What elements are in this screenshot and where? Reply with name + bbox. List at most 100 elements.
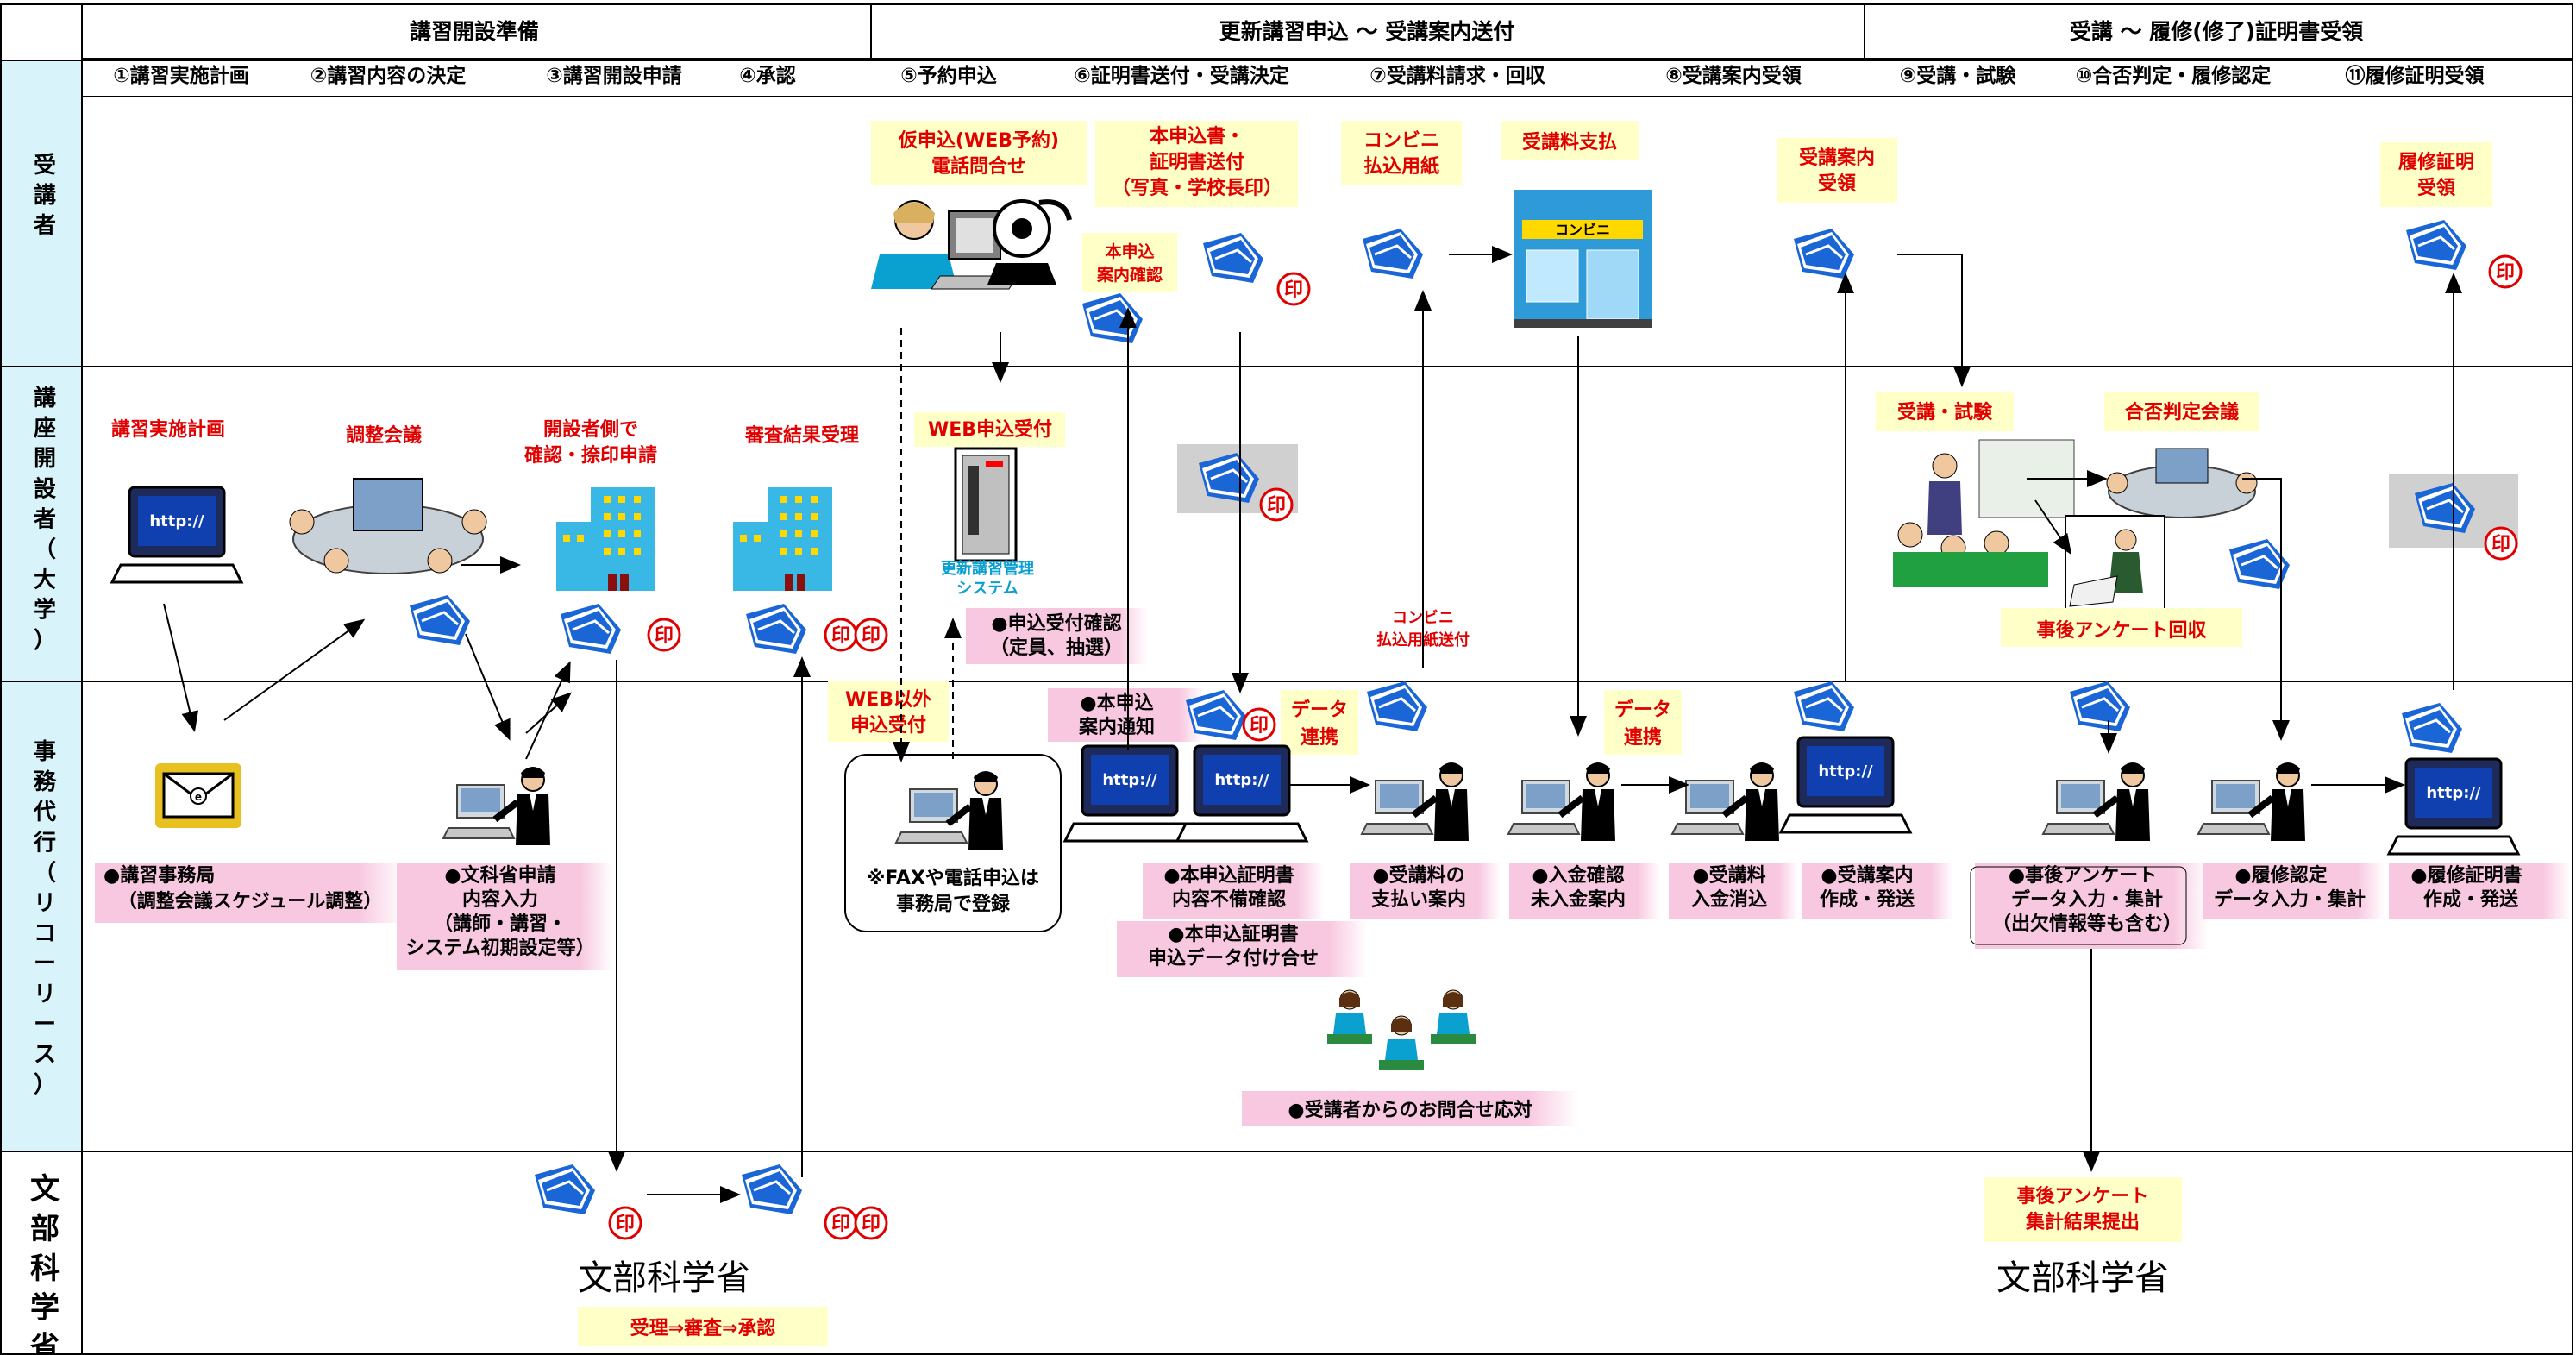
envelope-icon [408, 593, 472, 647]
store-sign: コンビニ [1555, 222, 1610, 238]
lane-header-bg-2 [0, 367, 82, 681]
lane-jukosha: 受講者 [34, 152, 56, 239]
label-kaisetsu-2: 確認・捺印申請 [524, 444, 657, 467]
envelope-icon [1792, 227, 1856, 280]
stamp-icon [824, 618, 858, 652]
label-anketo-input-1: ●事後アンケート [2009, 864, 2157, 887]
label-bg-juri [578, 1307, 828, 1346]
worker-icon [1672, 762, 1779, 841]
computer-icon [2387, 757, 2520, 856]
label-bg-annai [1777, 138, 1897, 203]
operator-icon [1430, 989, 1476, 1045]
writing-person-icon [2065, 515, 2165, 612]
step-2: ②講習内容の決定 [310, 64, 466, 87]
pink-bg-hon-annai [1048, 688, 1203, 742]
worker-icon [2043, 762, 2150, 841]
label-bg-konbini [1341, 121, 1462, 185]
worker-icon [1508, 762, 1615, 841]
label-annai-1: 受講案内 [1799, 147, 1875, 169]
label-monka-right: 文部科学省 [1996, 1258, 2169, 1298]
envelope-icon [1201, 231, 1265, 285]
flow-arrows [163, 246, 2462, 1203]
label-kari-1: 仮申込(WEB予約) [898, 129, 1059, 152]
step-7: ⑦受講料請求・回収 [1369, 64, 1545, 87]
label-bg-rishu [2380, 142, 2492, 207]
computer-icon [1175, 744, 1308, 843]
label-hon-annai-2: 案内通知 [1078, 716, 1155, 738]
label-annai-sakusei-2: 作成・発送 [1820, 888, 1915, 911]
stamp-icon [824, 1206, 858, 1240]
stamp-icon [608, 1206, 642, 1240]
label-monka-shinsei-3: （講師・講習・ [434, 913, 567, 935]
step-row: ①講習実施計画 ②講習内容の決定 ③講習開設申請 ④承認 ⑤予約申込 ⑥証明書送… [113, 64, 2485, 87]
label-rishu-nintei-1: ●履修認定 [2234, 864, 2327, 887]
pink-bg-rishu-shomei [2389, 863, 2570, 919]
label-annai-2: 受領 [1818, 173, 1857, 195]
telephone-icon [987, 199, 1072, 285]
lane-monka: 文部科学省 [30, 1172, 60, 1355]
label-shiharai-annai-2: 支払い案内 [1371, 888, 1466, 911]
pink-bg-fubi [1143, 863, 1324, 919]
step-3: ③講習開設申請 [546, 64, 681, 87]
label-bg-juko [1876, 392, 2014, 431]
meeting-icon [2106, 448, 2258, 518]
label-shiharai: 受講料支払 [1522, 131, 1617, 154]
label-juko-shiken: 受講・試験 [1897, 401, 1993, 423]
label-rishu-2: 受領 [2417, 177, 2456, 199]
label-juri: 受理⇒審査⇒承認 [630, 1317, 776, 1339]
label-bg-web [914, 412, 1065, 447]
building-icon [733, 487, 832, 591]
envelope-icon [1365, 680, 1429, 733]
lane-header-bg-3 [0, 681, 82, 1151]
step-9: ⑨受講・試験 [1900, 64, 2016, 87]
step-10: ⑩合否判定・履修認定 [2076, 64, 2271, 87]
stamp-icon [1259, 487, 1294, 522]
worker-icon [1362, 762, 1469, 841]
label-moushikomi-2: （定員、抽選） [990, 637, 1123, 659]
label-rishu-shomei-1: ●履修証明書 [2410, 864, 2522, 887]
label-web-igai-2: 申込受付 [850, 714, 926, 737]
label-web-uketsuke: WEB申込受付 [928, 418, 1052, 441]
label-hon-2: 証明書送付 [1150, 151, 1244, 173]
stamp-icon [2488, 254, 2523, 289]
pink-bg-awase [1117, 921, 1367, 977]
label-rishu-nintei-2: データ入力・集計 [2214, 888, 2366, 911]
stamp-icon [854, 618, 888, 652]
label-hon-kakunin-2: 案内確認 [1096, 265, 1163, 285]
label-anketo-input-3: （出欠情報等も含む） [1992, 913, 2182, 935]
label-awase-1: ●本申込証明書 [1168, 923, 1298, 945]
step-8: ⑧受講案内受領 [1665, 64, 1802, 87]
pink-bg-monka-shinsei [397, 863, 612, 970]
label-koshu-keikaku: 講習実施計画 [111, 418, 225, 441]
label-chosei: 調整会議 [346, 424, 422, 447]
label-jimukyoku-2: （調整会議スケジュール調整） [118, 890, 382, 913]
envelope-icon [744, 602, 808, 656]
lane-labels: 受講者 講座開設者（大学） 事務代行（リコーリース） 文部科学省 [30, 152, 60, 1355]
svg-text:e: e [195, 791, 202, 803]
label-fubi-1: ●本申込証明書 [1163, 864, 1294, 887]
stamp-icon [1276, 272, 1311, 306]
label-bg-gouhi [2104, 392, 2259, 431]
label-system-2: システム [956, 580, 1018, 598]
label-shinsa: 審査結果受理 [744, 424, 859, 447]
worker-icon [443, 767, 550, 845]
pink-bg-anketo-input [1975, 863, 2208, 949]
label-rishu-shomei-2: 作成・発送 [2423, 888, 2518, 911]
label-gouhi: 合否判定会議 [2125, 401, 2239, 423]
label-fubi-2: 内容不備確認 [1172, 888, 1286, 911]
pink-bg-shokeshi [1669, 863, 1798, 919]
envelope-icon [1081, 292, 1144, 345]
operator-icon [1378, 1015, 1425, 1071]
step-11: ⑪履修証明受領 [2346, 64, 2485, 87]
label-bg-anketo-teishutsu [1984, 1177, 2182, 1242]
label-data-2b: 連携 [1624, 726, 1662, 749]
label-bg-web-igai [828, 681, 949, 742]
pink-bg-toiawase [1242, 1091, 1578, 1126]
label-monka-shinsei-4: システム初期設定等） [405, 937, 594, 959]
label-konbini-2: 払込用紙 [1363, 155, 1439, 178]
label-bg-data-2 [1604, 690, 1682, 755]
pink-bg-jimukyoku [95, 863, 405, 923]
label-hon-3: （写真・学校長印） [1112, 177, 1282, 199]
label-hon-1: 本申込書・ [1150, 125, 1244, 147]
